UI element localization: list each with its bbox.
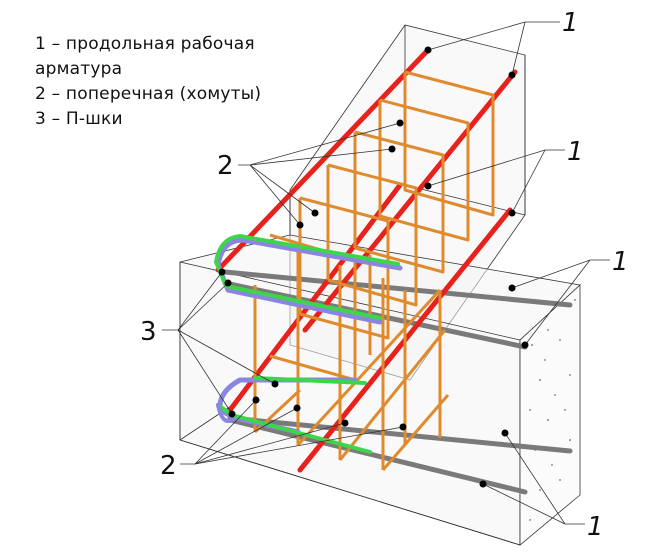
callout-1-bottom: 1 — [587, 512, 604, 542]
legend-item-1: 1 – продольная рабочая — [35, 34, 255, 54]
lower-beam-concrete — [179, 190, 581, 546]
legend: 1 – продольная рабочая арматура 2 – попе… — [35, 32, 261, 132]
callout-1-right: 1 — [612, 247, 629, 277]
legend-item-2: 2 – поперечная (хомуты) — [35, 84, 262, 104]
callout-1-top: 1 — [562, 8, 579, 38]
leader-dots — [218, 46, 529, 488]
callout-2-top: 2 — [217, 151, 234, 181]
callout-3: 3 — [140, 317, 157, 347]
leader-lines — [162, 21, 610, 525]
u-bars — [214, 234, 403, 454]
legend-item-3: 3 – П-шки — [35, 109, 123, 129]
legend-item-1-cont: арматура — [35, 59, 123, 79]
callout-1-middle: 1 — [567, 137, 584, 167]
callout-2-bottom: 2 — [160, 451, 177, 481]
